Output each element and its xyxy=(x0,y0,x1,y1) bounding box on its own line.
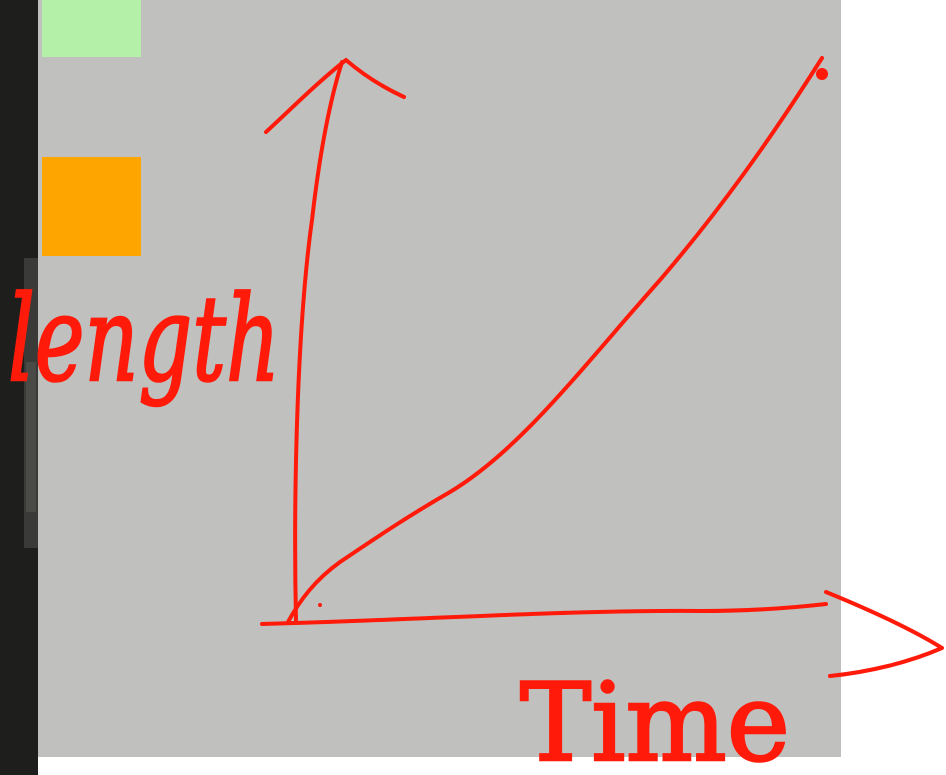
y-axis-arrowhead xyxy=(264,58,406,134)
green-color-swatch[interactable] xyxy=(42,0,141,57)
orange-color-swatch[interactable] xyxy=(42,157,141,256)
y-axis-label: length xyxy=(8,270,280,408)
scrollbar-thumb[interactable] xyxy=(26,362,36,512)
x-axis-label: Time xyxy=(520,661,790,775)
x-axis-line xyxy=(260,602,828,626)
growth-curve xyxy=(286,56,824,624)
y-axis-line xyxy=(293,60,344,624)
origin-dot xyxy=(318,603,322,607)
drawing-canvas[interactable] xyxy=(38,0,841,757)
curve-end-dot xyxy=(816,68,828,80)
x-axis-arrowhead xyxy=(824,590,944,678)
